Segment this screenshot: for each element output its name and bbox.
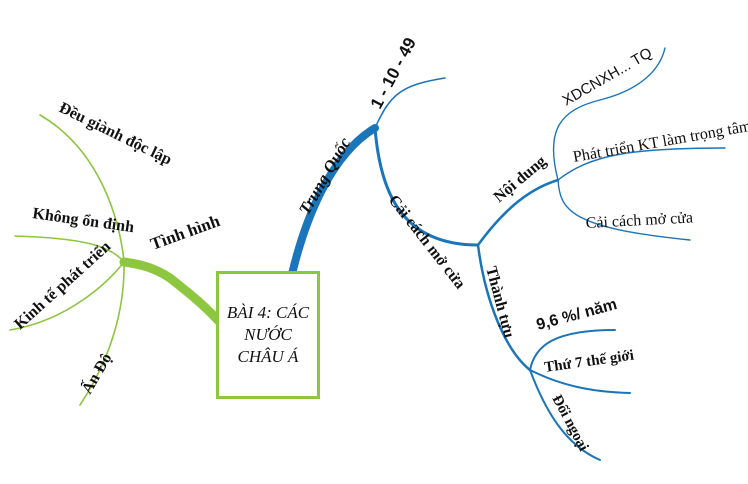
label-date: 1 - 10 - 49 <box>367 35 420 112</box>
label-xdcnxh: XDCNXH... TQ <box>560 44 656 109</box>
central-topic-line-3: CHÂU Á <box>237 347 299 366</box>
branch-xdcnxh <box>552 47 666 181</box>
branch-thanh-tuu <box>476 243 532 372</box>
label-trung-quoc: Trung Quốc <box>295 134 355 218</box>
branch-an-do <box>79 261 125 406</box>
label-doi-ngoai: Đối ngoại <box>548 392 591 454</box>
label-noi-dung: Nội dung <box>491 153 550 206</box>
label-doc-lap: Đều giành độc lập <box>56 99 174 168</box>
label-thanh-tuu: Thành tựu <box>482 265 517 340</box>
branch-thu-7 <box>529 369 631 394</box>
central-topic-box: BÀI 4: CÁC NƯỚC CHÂU Á <box>216 271 320 399</box>
label-khong-on-dinh: Không ổn định <box>31 205 135 236</box>
branch-kinh-te <box>9 261 125 331</box>
label-tinh-hinh: Tình hình <box>148 211 223 254</box>
branch-tinh-hinh-thick <box>119 257 230 333</box>
branch-trung-quoc <box>288 124 379 278</box>
branch-phat-trien <box>557 147 726 181</box>
label-phat-trien: Phát triển KT làm trọng tâm <box>572 118 748 166</box>
central-topic-line-2: NƯỚC <box>244 325 292 344</box>
branch-cai-cach-mo-cua <box>557 179 691 241</box>
central-topic-line-1: BÀI 4: CÁC <box>226 303 310 322</box>
label-tang-truong: 9,6 %/ năm <box>535 296 619 334</box>
branch-doc-lap <box>39 114 125 263</box>
label-an-do: Ấn Độ <box>77 349 115 397</box>
branch-date <box>374 77 446 129</box>
label-cai-cach-mo-cua: Cải cách mở cửa <box>585 209 693 232</box>
branch-tang-truong <box>529 329 616 371</box>
branch-noi-dung <box>476 178 560 247</box>
label-kinh-te: Kinh tế phát triển <box>11 238 114 333</box>
branch-cai-cach <box>373 126 480 247</box>
branch-doi-ngoai <box>529 369 601 461</box>
branch-khong-on-dinh <box>14 235 125 263</box>
label-thu-7: Thứ 7 thế giới <box>543 348 635 376</box>
